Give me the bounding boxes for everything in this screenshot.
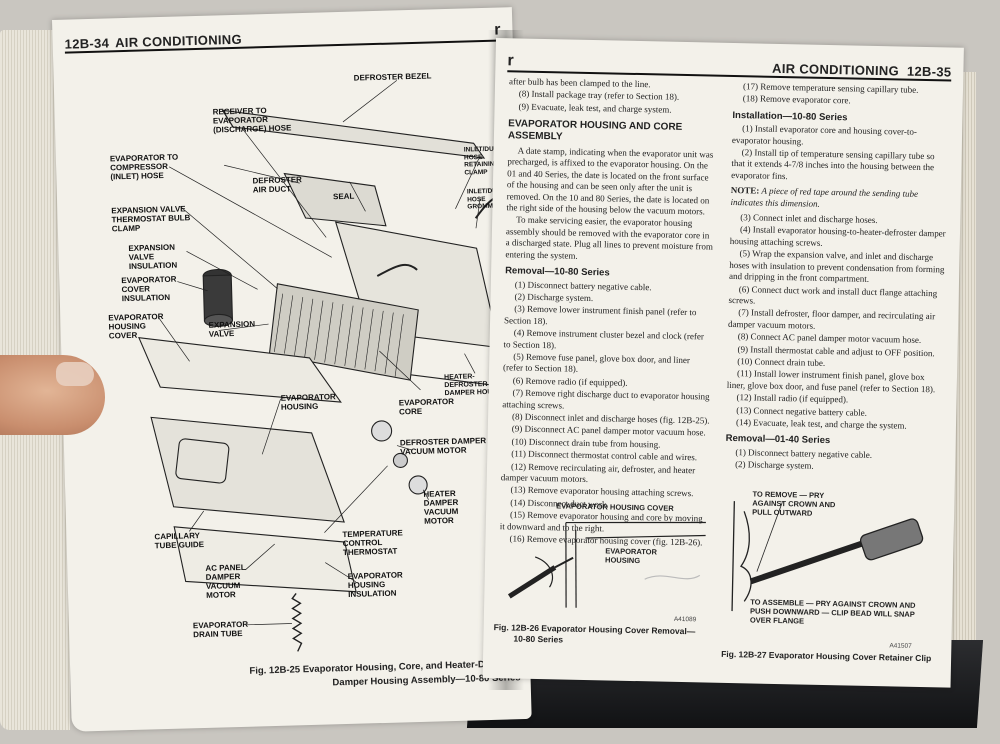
note-paragraph: NOTE: A piece of red tape around the sen… xyxy=(730,185,948,212)
callout-evaporator-to-compressor: EVAPORATOR TO COMPRESSOR (INLET) HOSE xyxy=(109,152,179,182)
install-step: (4) Install evaporator housing-to-heater… xyxy=(729,224,946,248)
callout-evaporator-drain-tube: EVAPORATOR DRAIN TUBE xyxy=(192,619,249,640)
label-to-assemble: TO ASSEMBLE — PRY AGAINST CROWN AND PUSH… xyxy=(749,597,916,626)
right-column-1: after bulb has been clamped to the line.… xyxy=(499,76,717,550)
removal-step: (12) Remove recirculating air, defroster… xyxy=(500,461,696,485)
right-column-2: (17) Remove temperature sensing capillar… xyxy=(725,81,951,476)
right-page-number: 12B-35 xyxy=(906,63,952,80)
install-step: (7) Install defroster, floor damper, and… xyxy=(727,307,936,331)
housing-cover-removal-art xyxy=(507,521,706,608)
callout-expansion-valve-bulb-clamp: EXPANSION VALVE THERMOSTAT BULB CLAMP xyxy=(111,204,191,234)
callout-evaporator-housing-insulation: EVAPORATOR HOUSING INSULATION xyxy=(347,570,403,599)
removal-step: (3) Remove lower instrument finish panel… xyxy=(503,303,697,326)
date-stamp-paragraph: A date stamp, indicating when the evapor… xyxy=(506,145,714,217)
callout-seal: SEAL xyxy=(332,191,355,202)
removal-steps-continued: (17) Remove temperature sensing capillar… xyxy=(733,81,951,109)
exploded-diagram-art xyxy=(138,80,512,652)
right-page: r AIR CONDITIONING 12B-35 after bulb has… xyxy=(482,38,964,688)
figure-12b-27: TO REMOVE — PRY AGAINST CROWN AND PULL O… xyxy=(719,471,945,663)
exploded-diagram: DEFROSTER BEZEL RECEIVER TO EVAPORATOR (… xyxy=(71,47,518,669)
callout-evaporator-housing-cover: EVAPORATOR HOUSING COVER xyxy=(108,312,164,341)
callout-evaporator-core: EVAPORATOR CORE xyxy=(398,396,455,417)
figure-12b-26-caption: Fig. 12B-26 Evaporator Housing Cover Rem… xyxy=(493,622,713,649)
right-section-title: AIR CONDITIONING xyxy=(771,60,900,79)
callout-expansion-valve: EXPANSION VALVE xyxy=(208,319,256,339)
callout-evaporator-cover-insulation: EVAPORATOR COVER INSULATION xyxy=(121,274,177,304)
fig27-ref-code: A41507 xyxy=(889,642,912,650)
callout-expansion-valve-insulation: EXPANSION VALVE INSULATION xyxy=(128,242,178,271)
callout-capillary-tube-guide: CAPILLARY TUBE GUIDE xyxy=(154,531,205,551)
removal-step: (7) Remove right discharge duct to evapo… xyxy=(502,387,710,411)
install-step: (6) Connect duct work and install duct f… xyxy=(728,283,938,306)
figure-12b-26: EVAPORATOR HOUSING COVER EVAPORATOR HOUS… xyxy=(493,496,716,651)
callout-receiver-to-evaporator: RECEIVER TO EVAPORATOR (DISCHARGE) HOSE xyxy=(212,106,292,135)
right-page-header: r AIR CONDITIONING 12B-35 xyxy=(507,46,952,82)
install-steps-b: (3) Connect inlet and discharge hoses.(4… xyxy=(726,212,948,433)
fig26-ref-code: A41089 xyxy=(673,615,697,624)
install-steps-a: (1) Install evaporator core and housing … xyxy=(731,123,950,186)
install-step: (11) Install lower instrument finish pan… xyxy=(726,368,936,395)
left-section-title: AIR CONDITIONING xyxy=(114,31,243,51)
callout-defroster-damper-vacuum-motor: DEFROSTER DAMPER VACUUM MOTOR xyxy=(399,436,487,457)
servicing-paragraph: To make servicing easier, the evaporator… xyxy=(505,214,714,261)
removal-step: (5) Remove fuse panel, glove box door, a… xyxy=(502,351,690,375)
left-page-header: 12B-34 AIR CONDITIONING r xyxy=(64,15,501,54)
left-page-number: 12B-34 xyxy=(64,35,110,52)
label-evaporator-housing: EVAPORATOR HOUSING xyxy=(604,546,658,566)
evaporator-housing-heading: EVAPORATOR HOUSING AND CORE ASSEMBLY xyxy=(507,118,683,143)
callout-temperature-control-thermostat: TEMPERATURE CONTROL THERMOSTAT xyxy=(342,528,403,558)
callout-heater-damper-vacuum-motor: HEATER DAMPER VACUUM MOTOR xyxy=(423,488,459,526)
thumbnail xyxy=(56,362,94,386)
retainer-clip-art xyxy=(731,501,924,612)
publisher-logo-icon-right: r xyxy=(507,52,514,70)
callout-ac-panel-damper-vacuum-motor: AC PANEL DAMPER VACUUM MOTOR xyxy=(205,562,246,600)
install-step: (5) Wrap the expansion valve, and inlet … xyxy=(728,248,945,284)
note-label: NOTE: xyxy=(730,185,760,196)
label-to-remove: TO REMOVE — PRY AGAINST CROWN AND PULL O… xyxy=(752,489,836,518)
callout-evaporator-housing: EVAPORATOR HOUSING xyxy=(280,392,336,412)
figure-12b-27-caption: Fig. 12B-27 Evaporator Housing Cover Ret… xyxy=(721,648,932,664)
removal-step: (4) Remove instrument cluster bezel and … xyxy=(503,327,705,350)
install-step: (2) Install tip of temperature sensing c… xyxy=(731,147,935,181)
left-page: 12B-34 AIR CONDITIONING r xyxy=(52,7,532,732)
install-step: (1) Install evaporator core and housing … xyxy=(731,123,917,147)
callout-defroster-air-duct: DEFROSTER AIR DUCT xyxy=(252,175,303,195)
